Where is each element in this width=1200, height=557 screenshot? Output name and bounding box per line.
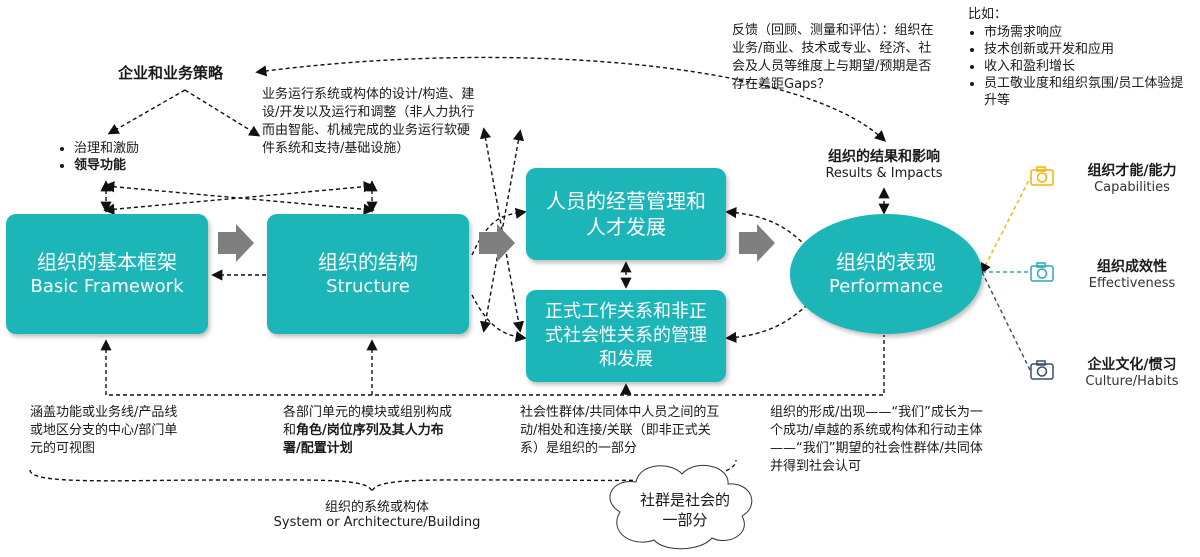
governance-list: 治理和激励 领导功能 bbox=[58, 140, 139, 174]
community-note: 社会性群体/共同体中人员之间的互动/相处和连接/关联（即非正式关系）是组织的一部… bbox=[520, 405, 720, 456]
outcome-cn: 组织才能/能力 bbox=[1087, 163, 1177, 179]
performance-en: Performance bbox=[828, 276, 944, 297]
example-item: 收入和盈利增长 bbox=[984, 58, 1188, 75]
outcome-cn: 组织成效性 bbox=[1097, 259, 1167, 275]
link-culture bbox=[981, 271, 1031, 371]
outcome-effectiveness: 组织成效性 Effectiveness bbox=[1072, 256, 1192, 291]
design-note: 业务运行系统或构体的设计/构造、建设/开发以及运行和调整（非人力执行而由智能、机… bbox=[262, 87, 475, 156]
outcome-en: Culture/Habits bbox=[1085, 374, 1179, 389]
cross-link-b bbox=[103, 181, 375, 215]
governance-item: 领导功能 bbox=[74, 157, 139, 174]
performance-note: 组织的形成/出现——“我们”成长为一个成功/卓越的系统或构体和行动主体——“我们… bbox=[770, 405, 983, 474]
structure-box: 组织的结构 Structure bbox=[267, 214, 469, 334]
camera-icon bbox=[1030, 166, 1054, 186]
governance-item: 治理和激励 bbox=[74, 140, 139, 157]
flow-arrow-1 bbox=[218, 224, 254, 262]
relations-box: 正式工作关系和非正式社会性关系的管理和发展 bbox=[526, 290, 726, 382]
flow-arrow-2 bbox=[479, 224, 515, 262]
strategy-title: 企业和业务策略 bbox=[118, 64, 224, 82]
system-en: System or Architecture/Building bbox=[273, 515, 481, 530]
examples-list: 市场需求响应 技术创新或开发和应用 收入和盈利增长 员工敬业度和组织氛围/员工体… bbox=[968, 24, 1188, 109]
outcome-en: Capabilities bbox=[1094, 180, 1170, 195]
structure-to-relations bbox=[471, 294, 527, 343]
examples-title: 比如： bbox=[968, 7, 1008, 22]
example-item: 市场需求响应 bbox=[984, 24, 1188, 41]
people-to-performance bbox=[725, 207, 807, 247]
strategy-to-governance bbox=[107, 89, 186, 135]
performance-ellipse: 组织的表现 Performance bbox=[790, 214, 982, 334]
example-item: 技术创新或开发和应用 bbox=[984, 41, 1188, 58]
results-cn: 组织的结果和影响 bbox=[828, 149, 940, 165]
results-label: 组织的结果和影响 Results & Impacts bbox=[814, 146, 954, 181]
structure-note-bold: 角色/岗位序列及其人力布署/配置计划 bbox=[283, 423, 444, 456]
results-en: Results & Impacts bbox=[825, 166, 943, 181]
people-cn: 人员的经营管理和人才发展 bbox=[546, 189, 706, 239]
outcome-cn: 企业文化/惯习 bbox=[1087, 357, 1177, 373]
framework-cn: 组织的基本框架 bbox=[37, 250, 177, 274]
outcome-en: Effectiveness bbox=[1088, 276, 1176, 291]
feedback-note: 反馈（回顾、测量和评估）：组织在业务/商业、技术或专业、经济、社会及人员等维度上… bbox=[732, 23, 934, 92]
relations-to-performance bbox=[725, 305, 807, 343]
people-box: 人员的经营管理和人才发展 bbox=[526, 168, 726, 260]
structure-en: Structure bbox=[326, 276, 410, 297]
structure-to-people bbox=[471, 207, 527, 256]
system-cn: 组织的系统或构体 bbox=[324, 500, 429, 515]
feedback-arc bbox=[255, 56, 887, 142]
framework-note: 涵盖功能或业务线/产品线或地区分支的中心/部门单元的可视图 bbox=[30, 405, 178, 456]
relations-cn: 正式工作关系和非正式社会性关系的管理和发展 bbox=[545, 301, 707, 370]
flow-arrow-3 bbox=[739, 224, 775, 262]
cloud-shape bbox=[609, 464, 753, 550]
framework-box: 组织的基本框架 Basic Framework bbox=[6, 214, 208, 334]
structure-cn: 组织的结构 bbox=[318, 250, 418, 274]
examples-block: 比如： 市场需求响应 技术创新或开发和应用 收入和盈利增长 员工敬业度和组织氛围… bbox=[968, 6, 1188, 109]
framework-en: Basic Framework bbox=[30, 276, 184, 297]
cloud-text: 社群是社会的一部分 bbox=[640, 491, 731, 529]
bottom-loop bbox=[100, 335, 885, 396]
example-item: 员工敬业度和组织氛围/员工体验提升等 bbox=[984, 75, 1188, 109]
performance-cn: 组织的表现 bbox=[836, 250, 936, 274]
camera-icon bbox=[1030, 262, 1054, 282]
system-label: 组织的系统或构体 System or Architecture/Building bbox=[272, 496, 482, 530]
strategy-to-design bbox=[184, 89, 261, 137]
link-capabilities bbox=[980, 177, 1031, 275]
camera-icon bbox=[1030, 360, 1054, 380]
structure-note-plain: 各部门单元的模块或组别构成和 bbox=[283, 405, 453, 438]
outcome-capabilities: 组织才能/能力 Capabilities bbox=[1072, 160, 1192, 195]
outcome-culture: 企业文化/惯习 Culture/Habits bbox=[1072, 354, 1192, 389]
structure-note: 各部门单元的模块或组别构成和角色/岗位序列及其人力布署/配置计划 bbox=[283, 404, 455, 458]
